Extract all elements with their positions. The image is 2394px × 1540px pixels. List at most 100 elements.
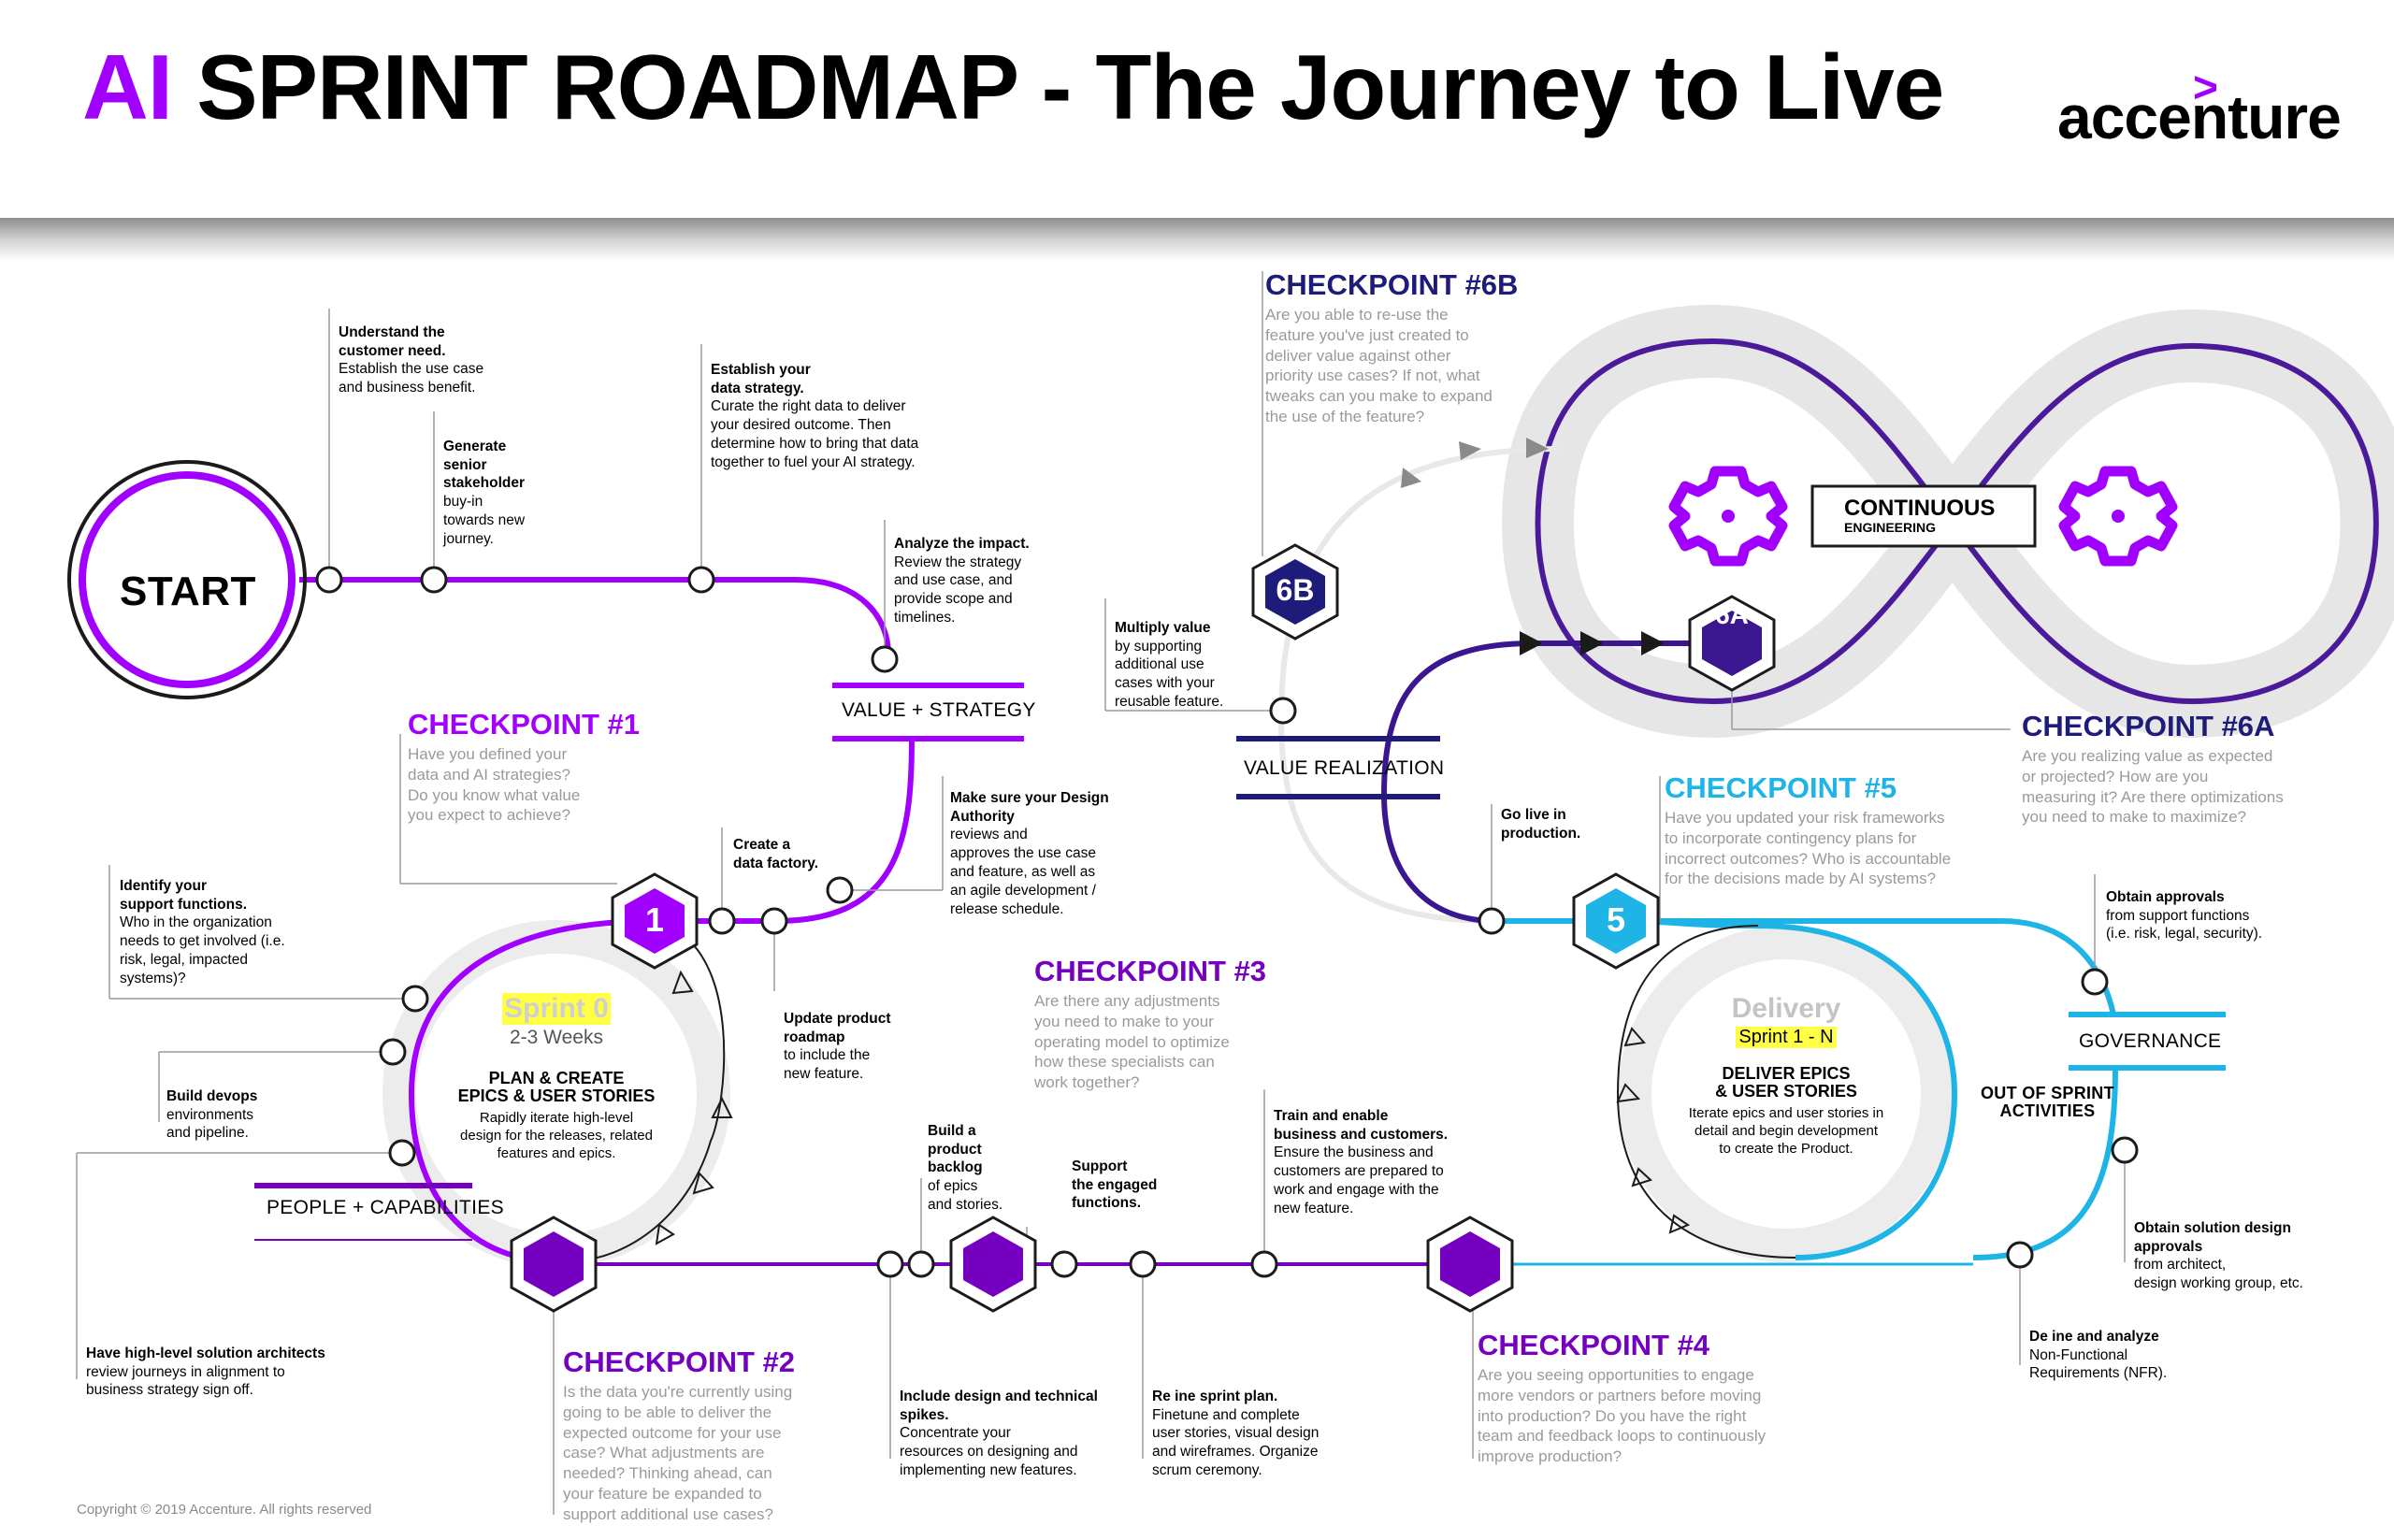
note-body: by supporting additional use cases with …: [1115, 638, 1224, 711]
note-senior: Generate senior stakeholder buy-in towar…: [443, 419, 525, 549]
note-nfr: De ine and analyze Non-Functional Requir…: [2029, 1309, 2167, 1383]
note-body: Ensure the business and customers are pr…: [1274, 1144, 1444, 1216]
note-heading: Analyze the impact.: [894, 535, 1030, 552]
note-approvals: Obtain approvals from support functions …: [2106, 870, 2262, 943]
checkpoint-text: Have you updated your risk frameworks to…: [1665, 809, 1952, 888]
note-body: review journeys in alignment to business…: [86, 1363, 285, 1399]
note-heading: Re ine sprint plan.: [1152, 1388, 1278, 1404]
title-text: SPRINT ROADMAP - The Journey to Live: [196, 36, 1944, 138]
hexagon-4: [1426, 1216, 1514, 1313]
checkpoint-title: CHECKPOINT #2: [563, 1346, 796, 1378]
note-body: Curate the right data to deliver your de…: [711, 398, 919, 470]
hex-label-6b: 6B: [1276, 573, 1315, 607]
note-body: Establish the use case and business bene…: [339, 361, 484, 396]
sprint0-body: Rapidly iterate high-level design for th…: [460, 1109, 653, 1162]
note-heading: Support the engaged functions.: [1072, 1158, 1158, 1212]
note-body: Who in the organization needs to get inv…: [120, 914, 285, 986]
note-heading: Update product roadmap: [784, 1010, 891, 1045]
stage-value-strategy: VALUE + STRATEGY: [842, 699, 1036, 721]
note-heading: Include design and technical spikes.: [900, 1388, 1098, 1423]
page-title: AI SPRINT ROADMAP - The Journey to Live: [82, 36, 1944, 138]
note-product-backlog: Build a product backlog of epics and sto…: [928, 1103, 1002, 1215]
note-body: buy-in towards new journey.: [443, 494, 526, 547]
gear-icon: [2058, 466, 2178, 567]
stage-out-of-sprint: OUT OF SPRINT ACTIVITIES: [1981, 1084, 2114, 1120]
sprint0-duration: 2-3 Weeks: [510, 1027, 603, 1048]
sprint0-heading: PLAN & CREATE EPICS & USER STORIES: [457, 1069, 656, 1105]
start-circle: [67, 460, 307, 699]
infinity-loop: [1502, 304, 2394, 739]
hexagon-6b: [1251, 543, 1339, 640]
checkpoint-5: CHECKPOINT #5 Have you updated your risk…: [1665, 771, 1952, 889]
accenture-logo: accenture: [2057, 82, 2342, 151]
gear-icon: [1668, 466, 1788, 567]
note-understand: Understand the customer need. Establish …: [339, 305, 483, 397]
title-prefix: AI: [82, 36, 173, 138]
hexagon-3: [949, 1216, 1037, 1313]
checkpoint-text: Are you able to re-use the feature you'v…: [1265, 306, 1493, 425]
delivery-sprint: Sprint 1 - N: [1736, 1027, 1837, 1048]
checkpoint-title: CHECKPOINT #4: [1478, 1329, 1710, 1361]
leader-lines: [76, 271, 2126, 1515]
hex-label-6a: 6A: [1715, 600, 1749, 629]
note-body: to include the new feature.: [784, 1047, 871, 1083]
note-refine: Re ine sprint plan. Finetune and complet…: [1152, 1369, 1319, 1480]
checkpoint-title: CHECKPOINT #3: [1034, 955, 1267, 987]
note-heading: Obtain solution design approvals: [2134, 1219, 2291, 1255]
hexagon-6a: [1688, 595, 1776, 692]
note-heading: Train and enable business and customers.: [1274, 1107, 1449, 1143]
note-heading: Obtain approvals: [2106, 888, 2225, 905]
sprint0-center: Sprint 0 2-3 Weeks PLAN & CREATE EPICS &…: [440, 993, 673, 1162]
checkpoint-text: Have you defined your data and AI strate…: [408, 745, 581, 825]
delivery-center: Delivery Sprint 1 - N DELIVER EPICS & US…: [1665, 993, 1908, 1158]
hexagon-1: [611, 872, 699, 970]
checkpoint-6a: CHECKPOINT #6A Are you realizing value a…: [2022, 710, 2284, 828]
delivery-title: Delivery: [1731, 993, 1841, 1024]
start-label: START: [120, 569, 256, 614]
note-heading: Establish your data strategy.: [711, 361, 811, 396]
continuous-subtitle: ENGINEERING: [1844, 520, 1937, 535]
note-design-authority: Make sure your Design Authority reviews …: [950, 770, 1109, 919]
delivery-body: Iterate epics and user stories in detail…: [1688, 1104, 1884, 1158]
delivery-heading: DELIVER EPICS & USER STORIES: [1715, 1064, 1857, 1101]
note-body: Concentrate your resources on designing …: [900, 1425, 1078, 1479]
note-heading: Multiply value: [1115, 619, 1211, 636]
hex-label-5: 5: [1606, 900, 1626, 939]
checkpoint-text: Are you realizing value as expected or p…: [2022, 747, 2284, 827]
stage-value-realization: VALUE REALIZATION: [1244, 757, 1445, 779]
stage-people-capabilities: PEOPLE + CAPABILITIES: [267, 1197, 504, 1218]
note-data-strategy: Establish your data strategy. Curate the…: [711, 342, 918, 472]
checkpoint-3: CHECKPOINT #3 Are there any adjustments …: [1034, 955, 1267, 1093]
note-impact: Analyze the impact. Review the strategy …: [894, 516, 1030, 627]
hexagon-2: [510, 1216, 598, 1313]
hex-label-1: 1: [644, 900, 665, 939]
continuous-box: [1810, 484, 2037, 548]
checkpoint-title: CHECKPOINT #6A: [2022, 710, 2275, 742]
header-band: [0, 218, 2394, 261]
note-body: Review the strategy and use case, and pr…: [894, 554, 1022, 626]
checkpoint-2: CHECKPOINT #2 Is the data you're current…: [563, 1346, 795, 1524]
note-heading: Make sure your Design Authority: [950, 789, 1109, 825]
note-go-live: Go live in production.: [1501, 787, 1580, 842]
note-heading: Understand the customer need.: [339, 324, 446, 359]
note-data-factory: Create a data factory.: [733, 817, 818, 872]
checkpoint-4: CHECKPOINT #4 Are you seeing opportuniti…: [1478, 1329, 1766, 1467]
stage-governance: GOVERNANCE: [2079, 1030, 2222, 1052]
note-update-roadmap: Update product roadmap to include the ne…: [784, 991, 891, 1084]
note-body: Non-Functional Requirements (NFR).: [2029, 1346, 2168, 1382]
infinity-line: [1535, 338, 2379, 705]
note-multiply: Multiply value by supporting additional …: [1115, 600, 1223, 712]
note-body: Finetune and complete user stories, visu…: [1152, 1406, 1320, 1479]
start-path: [299, 577, 891, 655]
checkpoint-text: Are there any adjustments you need to ma…: [1034, 992, 1230, 1092]
note-solution-design: Obtain solution design approvals from ar…: [2134, 1201, 2303, 1293]
note-support-functions: Identify your support functions. Who in …: [120, 858, 285, 988]
note-body: reviews and approves the use case and fe…: [950, 827, 1096, 917]
checkpoint-title: CHECKPOINT #6B: [1265, 268, 1519, 301]
logo-mark: >: [2193, 63, 2218, 111]
note-train: Train and enable business and customers.…: [1274, 1088, 1448, 1218]
checkpoint-text: Is the data you're currently using going…: [563, 1383, 793, 1523]
checkpoint-title: CHECKPOINT #1: [408, 708, 641, 741]
note-body: of epics and stories.: [928, 1178, 1003, 1214]
checkpoint-6b: CHECKPOINT #6B Are you able to re-use th…: [1265, 268, 1519, 427]
